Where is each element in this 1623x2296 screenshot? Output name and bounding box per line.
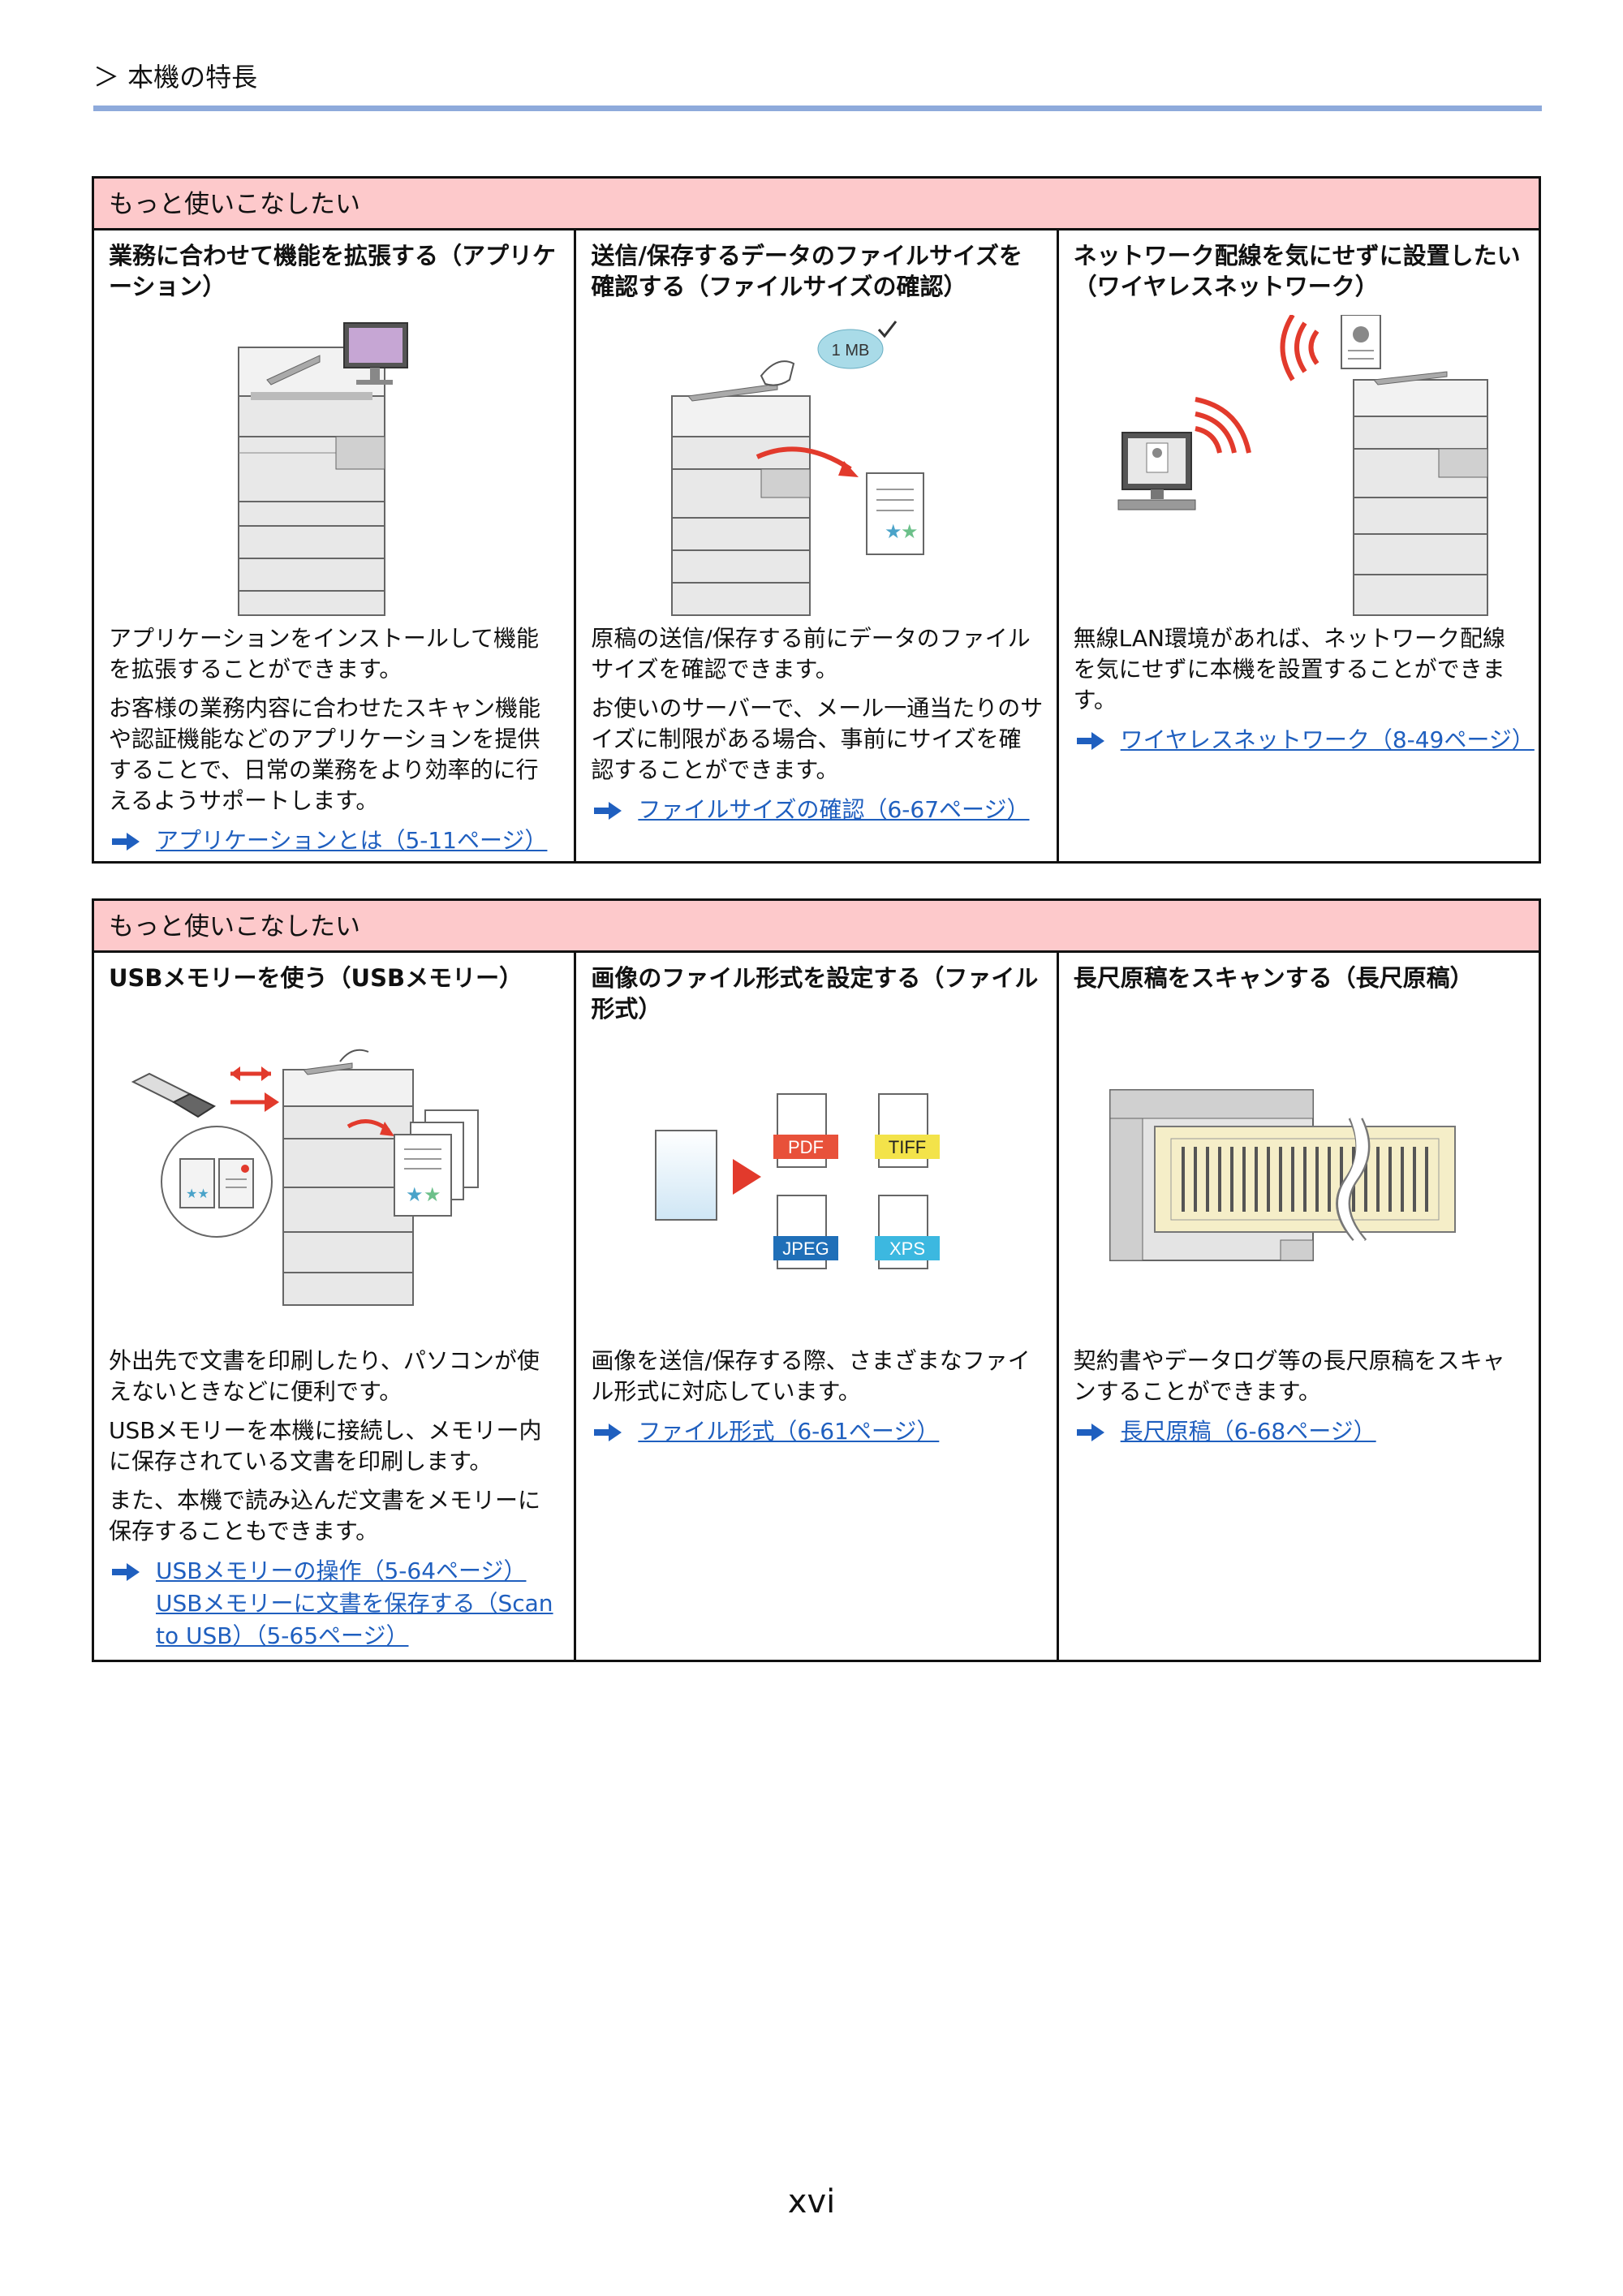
link-applications[interactable]: アプリケーションとは（5-11ページ） bbox=[156, 827, 548, 854]
feature-section-2: もっと使いこなしたい USBメモリーを使う（USBメモリー） bbox=[92, 898, 1541, 1662]
reference-links: USBメモリーの操作（5-64ページ） USBメモリーに文書を保存する（Scan… bbox=[109, 1555, 561, 1652]
link-usb-memory-operation[interactable]: USBメモリーの操作（5-64ページ） bbox=[156, 1557, 527, 1584]
arrow-right-icon bbox=[112, 833, 140, 851]
file-format-illustration: PDF TIFF JPEG XPS bbox=[591, 1037, 1043, 1346]
link-long-original[interactable]: 長尺原稿（6-68ページ） bbox=[1120, 1418, 1376, 1445]
feature-title: 画像のファイル形式を設定する（ファイル形式） bbox=[591, 964, 1039, 1023]
arrow-right-icon bbox=[594, 1424, 622, 1441]
page-number: xvi bbox=[787, 2183, 836, 2221]
feature-title: USBメモリーを使う（USBメモリー） bbox=[109, 964, 523, 992]
arrow-right-icon bbox=[1076, 1424, 1104, 1441]
link-scan-to-usb[interactable]: USBメモリーに文書を保存する（Scan to USB）（5-65ページ） bbox=[156, 1590, 553, 1649]
feature-description: お客様の業務内容に合わせたスキャン機能や認証機能などのアプリケーションを提供する… bbox=[109, 695, 541, 814]
star-icon: ★ bbox=[406, 1183, 424, 1206]
feature-title: ネットワーク配線を気にせずに設置したい（ワイヤレスネットワーク） bbox=[1073, 242, 1521, 300]
feature-description: アプリケーションをインストールして機能を拡張することができます。 bbox=[109, 625, 540, 683]
file-size-illustration: 1 MB ★ ★ bbox=[591, 315, 1043, 623]
feature-description: 画像を送信/保存する際、さまざまなファイル形式に対応しています。 bbox=[591, 1347, 1031, 1405]
feature-description: 契約書やデータログ等の長尺原稿をスキャンすることができます。 bbox=[1073, 1347, 1505, 1405]
feature-description: また、本機で読み込んだ文書をメモリーに保存することもできます。 bbox=[109, 1487, 541, 1544]
link-file-format[interactable]: ファイル形式（6-61ページ） bbox=[638, 1418, 940, 1445]
star-icon: ★★ bbox=[186, 1186, 209, 1201]
format-pdf: PDF bbox=[788, 1137, 824, 1157]
section-title: もっと使いこなしたい bbox=[94, 179, 1539, 230]
section-title: もっと使いこなしたい bbox=[94, 901, 1539, 953]
text-lines bbox=[1181, 1147, 1428, 1212]
long-original-illustration bbox=[1074, 1037, 1526, 1346]
feature-wireless-network: ネットワーク配線を気にせずに設置したい（ワイヤレスネットワーク） bbox=[1056, 230, 1539, 861]
feature-description: 外出先で文書を印刷したり、パソコンが使えないときなどに便利です。 bbox=[109, 1347, 540, 1405]
arrow-right-icon bbox=[112, 1563, 140, 1581]
feature-description: 無線LAN環境があれば、ネットワーク配線を気にせずに本機を設置することができます… bbox=[1073, 625, 1506, 713]
feature-section-1: もっと使いこなしたい 業務に合わせて機能を拡張する（アプリケーション） bbox=[92, 176, 1541, 864]
link-file-size-check[interactable]: ファイルサイズの確認（6-67ページ） bbox=[638, 796, 1030, 823]
format-xps: XPS bbox=[889, 1238, 925, 1259]
arrow-right-icon bbox=[1076, 732, 1104, 750]
feature-file-size-check: 送信/保存するデータのファイルサイズを確認する（ファイルサイズの確認） 1 MB bbox=[574, 230, 1056, 861]
feature-usb-memory: USBメモリーを使う（USBメモリー） bbox=[94, 953, 574, 1660]
feature-description: 原稿の送信/保存する前にデータのファイルサイズを確認できます。 bbox=[591, 625, 1031, 683]
feature-description: お使いのサーバーで、メール一通当たりのサイズに制限がある場合、事前にサイズを確認… bbox=[591, 695, 1044, 783]
feature-file-format: 画像のファイル形式を設定する（ファイル形式） PDF bbox=[574, 953, 1056, 1660]
usb-memory-illustration: ★ ★ ★★ bbox=[109, 1037, 561, 1346]
reference-links: アプリケーションとは（5-11ページ） bbox=[109, 825, 561, 857]
format-tiff: TIFF bbox=[889, 1137, 926, 1157]
reference-links: ファイルサイズの確認（6-67ページ） bbox=[591, 794, 1043, 826]
reference-links: ワイヤレスネットワーク（8-49ページ） bbox=[1074, 724, 1535, 756]
link-wireless-network[interactable]: ワイヤレスネットワーク（8-49ページ） bbox=[1120, 726, 1535, 753]
reference-links: 長尺原稿（6-68ページ） bbox=[1074, 1415, 1526, 1448]
wireless-illustration bbox=[1074, 315, 1526, 623]
star-icon: ★ bbox=[424, 1183, 441, 1206]
breadcrumb: ＞ 本機の特長 bbox=[93, 62, 258, 93]
feature-applications: 業務に合わせて機能を拡張する（アプリケーション） bbox=[94, 230, 574, 861]
mfp-with-panel-illustration bbox=[109, 315, 561, 623]
feature-title: 送信/保存するデータのファイルサイズを確認する（ファイルサイズの確認） bbox=[591, 242, 1023, 300]
arrow-right-icon bbox=[594, 802, 622, 820]
star-icon: ★ bbox=[901, 520, 919, 543]
feature-title: 業務に合わせて機能を拡張する（アプリケーション） bbox=[109, 242, 557, 300]
feature-description: USBメモリーを本機に接続し、メモリー内に保存されている文書を印刷します。 bbox=[109, 1417, 542, 1475]
feature-long-original: 長尺原稿をスキャンする（長尺原稿） bbox=[1056, 953, 1539, 1660]
format-jpeg: JPEG bbox=[783, 1238, 829, 1259]
page-header: ＞ 本機の特長 bbox=[93, 55, 1542, 112]
feature-title: 長尺原稿をスキャンする（長尺原稿） bbox=[1073, 964, 1474, 992]
star-icon: ★ bbox=[885, 520, 902, 543]
file-size-badge: 1 MB bbox=[832, 342, 870, 360]
reference-links: ファイル形式（6-61ページ） bbox=[591, 1415, 1043, 1448]
header-divider bbox=[93, 106, 1542, 111]
